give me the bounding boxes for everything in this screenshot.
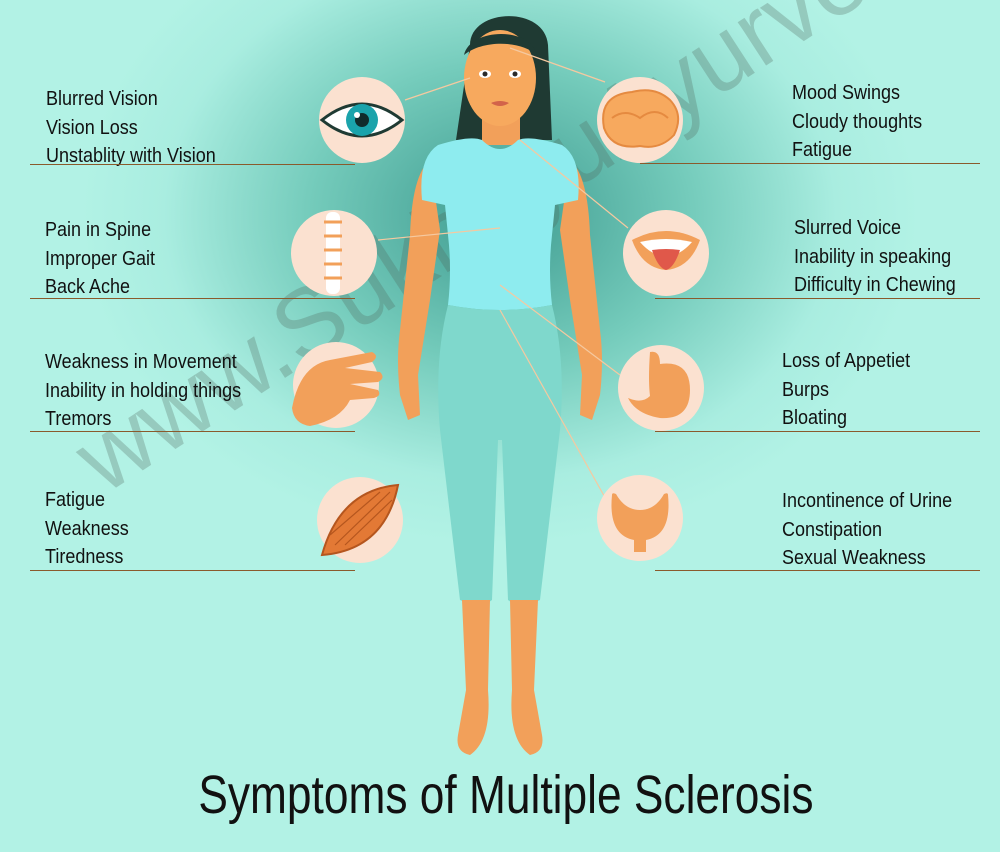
pointer-lines [377, 47, 629, 511]
symptom-text: Pain in Spine [45, 219, 152, 241]
brain-icon [597, 77, 683, 163]
divider [655, 298, 980, 299]
symptom-text: Cloudy thoughts [792, 110, 923, 133]
divider [655, 431, 980, 432]
symptom-group-urinary: Incontinence of Urine Constipation Sexua… [782, 487, 971, 573]
symptom-text: Vision Loss [46, 116, 138, 139]
divider [640, 163, 980, 164]
symptom-text: Weakness [45, 517, 129, 540]
divider [30, 570, 355, 571]
symptom-text: Loss of Appetiet [782, 350, 911, 372]
symptom-text: Difficulty in Chewing [794, 274, 956, 296]
symptom-group-digestion: Loss of Appetiet Burps Bloating [782, 347, 924, 433]
symptom-text: Constipation [782, 518, 883, 541]
shirt [421, 138, 579, 310]
symptom-group-mood: Mood Swings Cloudy thoughts Fatigue [792, 79, 937, 165]
divider [30, 164, 355, 165]
symptom-text: Fatigue [45, 489, 106, 511]
symptom-group-spine: Pain in Spine Improper Gait Back Ache [45, 216, 167, 302]
symptom-group-vision: Blurred Vision Vision Loss Unstablity wi… [46, 85, 235, 171]
stomach-icon [618, 345, 704, 431]
symptom-group-movement: Weakness in Movement Inability in holdin… [45, 348, 263, 434]
lips [491, 101, 509, 106]
hair-fringe [464, 33, 537, 55]
symptom-group-fatigue: Fatigue Weakness Tiredness [45, 486, 138, 572]
spine-icon [291, 210, 377, 296]
left-arm [398, 160, 440, 420]
right-leg [510, 600, 543, 755]
muscle-icon [317, 477, 403, 563]
mouth-icon [623, 210, 709, 296]
symptom-text: Incontinence of Urine [782, 490, 953, 512]
hand-icon [292, 342, 383, 428]
symptom-text: Fatigue [792, 139, 853, 161]
symptom-text: Slurred Voice [794, 217, 902, 239]
symptom-text: Unstablity with Vision [46, 145, 216, 167]
symptom-text: Burps [782, 378, 830, 401]
bladder-icon [597, 475, 683, 561]
divider [655, 570, 980, 571]
page-title: Symptoms of Multiple Sclerosis [198, 765, 814, 825]
eye-icon [319, 77, 405, 163]
symptom-text: Tiredness [45, 546, 124, 568]
divider [30, 298, 355, 299]
symptom-group-speech: Slurred Voice Inability in speaking Diff… [794, 214, 974, 300]
symptom-text: Mood Swings [792, 82, 901, 104]
symptom-text: Tremors [45, 408, 112, 430]
symptom-text: Sexual Weakness [782, 547, 926, 569]
symptom-text: Inability in holding things [45, 379, 242, 402]
symptom-text: Back Ache [45, 276, 131, 298]
divider [30, 431, 355, 432]
right-arm [560, 160, 602, 420]
leggings [438, 305, 562, 605]
symptom-text: Inability in speaking [794, 245, 952, 268]
symptom-text: Blurred Vision [46, 88, 158, 110]
face [464, 30, 536, 126]
left-leg [457, 600, 490, 755]
symptom-text: Bloating [782, 407, 848, 429]
symptom-text: Weakness in Movement [45, 351, 237, 373]
symptom-text: Improper Gait [45, 247, 156, 270]
